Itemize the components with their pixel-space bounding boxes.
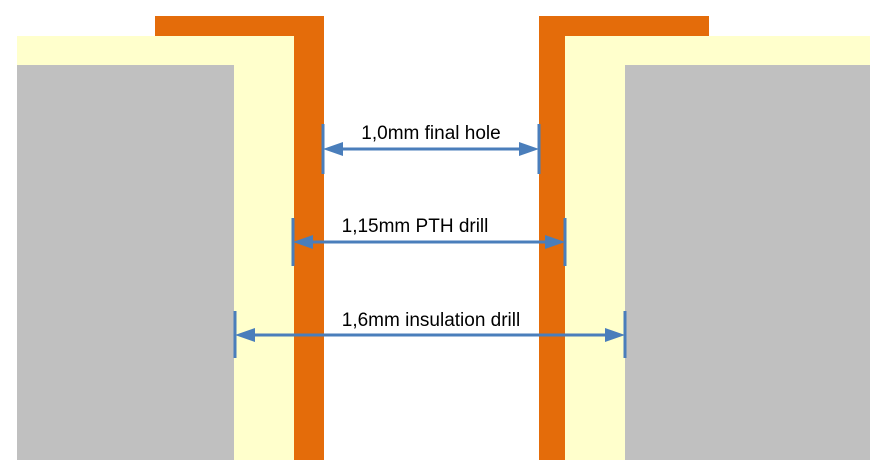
right-wall: [539, 16, 870, 460]
insulation-drill-right-arrowhead: [605, 328, 625, 342]
left-substrate: [17, 65, 234, 460]
insulation-drill-dimension: [233, 311, 627, 358]
pth-drill-right-arrowhead: [545, 235, 565, 249]
right-substrate: [625, 65, 870, 460]
final-hole-label: 1,0mm final hole: [361, 123, 500, 144]
final-hole-dimension: [321, 124, 541, 174]
final-hole-right-arrowhead: [519, 142, 539, 156]
pth-drill-left-arrowhead: [293, 235, 313, 249]
pth-drill-label: 1,15mm PTH drill: [342, 216, 489, 237]
insulation-drill-label: 1,6mm insulation drill: [342, 310, 520, 331]
insulation-drill-left-arrowhead: [235, 328, 255, 342]
final-hole-left-arrowhead: [323, 142, 343, 156]
left-wall: [17, 16, 324, 460]
pth-drill-dimension: [291, 218, 567, 266]
